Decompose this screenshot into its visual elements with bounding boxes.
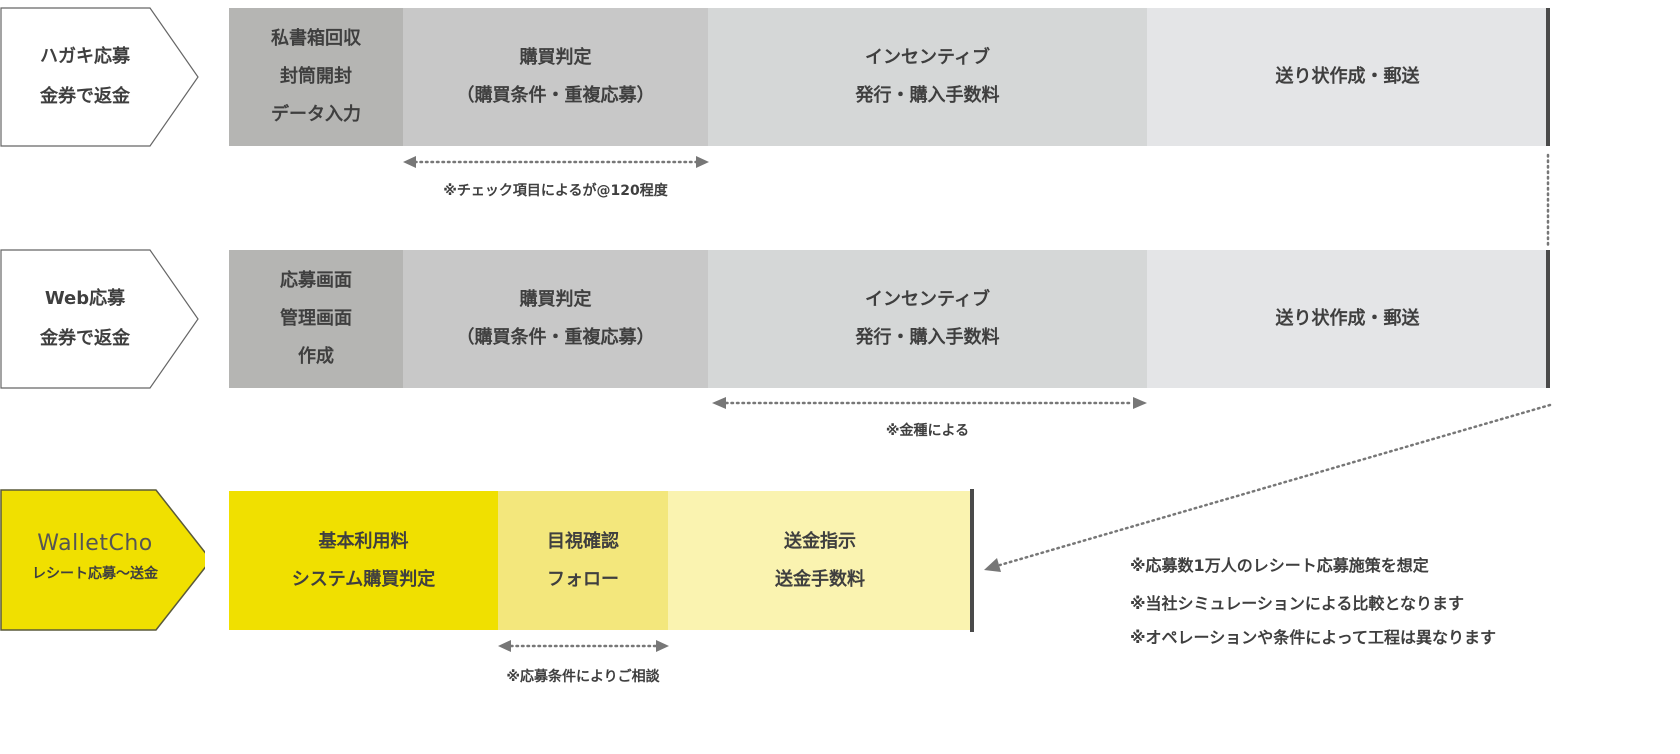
arrow-shape-icon [0, 489, 205, 631]
segment-text: インセンティブ [865, 47, 990, 68]
arrowhead-diagonal-icon [984, 558, 1001, 572]
note-check-items: ※チェック項目によるが@120程度 [443, 183, 668, 199]
arrow-shape-icon [0, 249, 199, 389]
segment-text: 発行・購入手数料 [855, 85, 1000, 106]
end-bar [1546, 250, 1550, 388]
segment-text: 送金指示 [784, 530, 856, 552]
segment-text: 購買判定 [519, 47, 592, 68]
label-line: Web応募 [44, 288, 126, 309]
segment-screen-build: 応募画面 管理画面 作成 [229, 250, 403, 388]
segment-basic-fee: 基本利用料 システム購買判定 [229, 491, 498, 630]
segment-text: フォロー [547, 568, 619, 590]
segment-purchase-check: 購買判定 （購買条件・重複応募） [403, 250, 708, 388]
remark: ※応募数1万人のレシート応募施策を想定 [1130, 556, 1429, 575]
segment-text: （購買条件・重複応募） [456, 327, 655, 348]
segment-text: インセンティブ [865, 289, 990, 310]
note-consult: ※応募条件によりご相談 [506, 669, 660, 685]
arrow-shape-icon [0, 7, 199, 147]
segment-text: 応募画面 [280, 270, 352, 291]
segment-text: （購買条件・重複応募） [456, 85, 655, 106]
segment-shipping: 送り状作成・郵送 [1147, 8, 1548, 146]
label-line: 金券で返金 [40, 86, 130, 107]
end-bar [1546, 8, 1550, 146]
segment-text: 送り状作成・郵送 [1275, 308, 1420, 329]
segment-text: 発行・購入手数料 [855, 327, 1000, 348]
segment-text: 送り状作成・郵送 [1275, 66, 1420, 87]
segment-text: 封筒開封 [280, 66, 352, 87]
segment-incentive: インセンティブ 発行・購入手数料 [708, 250, 1147, 388]
arrowhead-right-icon [656, 640, 669, 652]
row-label-postcard: ハガキ応募 金券で返金 [0, 7, 205, 147]
arrowhead-left-icon [712, 397, 726, 409]
walletcho-logo: WalletCho [37, 531, 153, 556]
segment-text: データ入力 [271, 104, 361, 125]
arrowhead-right-icon [1133, 397, 1147, 409]
remark: ※当社シミュレーションによる比較となります [1130, 594, 1464, 613]
arrowhead-left-icon [403, 156, 416, 168]
row-label-web: Web応募 金券で返金 [0, 249, 205, 389]
note-denomination: ※金種による [885, 423, 970, 439]
segment-text: 目視確認 [547, 530, 619, 552]
segment-text: 管理画面 [280, 308, 352, 329]
segment-incentive: インセンティブ 発行・購入手数料 [708, 8, 1147, 146]
segment-text: 私書箱回収 [271, 28, 361, 49]
arrowhead-left-icon [498, 640, 511, 652]
segment-visual-check: 目視確認 フォロー [498, 491, 668, 630]
segment-text: 基本利用料 [318, 530, 409, 552]
segment-shipping: 送り状作成・郵送 [1147, 250, 1548, 388]
label-line: レシート応募〜送金 [32, 566, 158, 582]
segment-purchase-check: 購買判定 （購買条件・重複応募） [403, 8, 708, 146]
segment-text: システム購買判定 [291, 568, 436, 590]
end-bar [970, 489, 974, 632]
remark: ※オペレーションや条件によって工程は異なります [1130, 628, 1496, 647]
segment-text: 購買判定 [519, 289, 592, 310]
segment-text: 送金手数料 [775, 568, 865, 590]
arrowhead-right-icon [696, 156, 709, 168]
row-label-walletcho: WalletCho レシート応募〜送金 [0, 489, 205, 631]
label-line: 金券で返金 [40, 328, 130, 349]
label-line: ハガキ応募 [40, 46, 130, 67]
segment-mail-collection: 私書箱回収 封筒開封 データ入力 [229, 8, 403, 146]
segment-text: 作成 [298, 346, 334, 367]
diagonal-connector [998, 403, 1552, 567]
segment-remittance: 送金指示 送金手数料 [668, 491, 972, 630]
